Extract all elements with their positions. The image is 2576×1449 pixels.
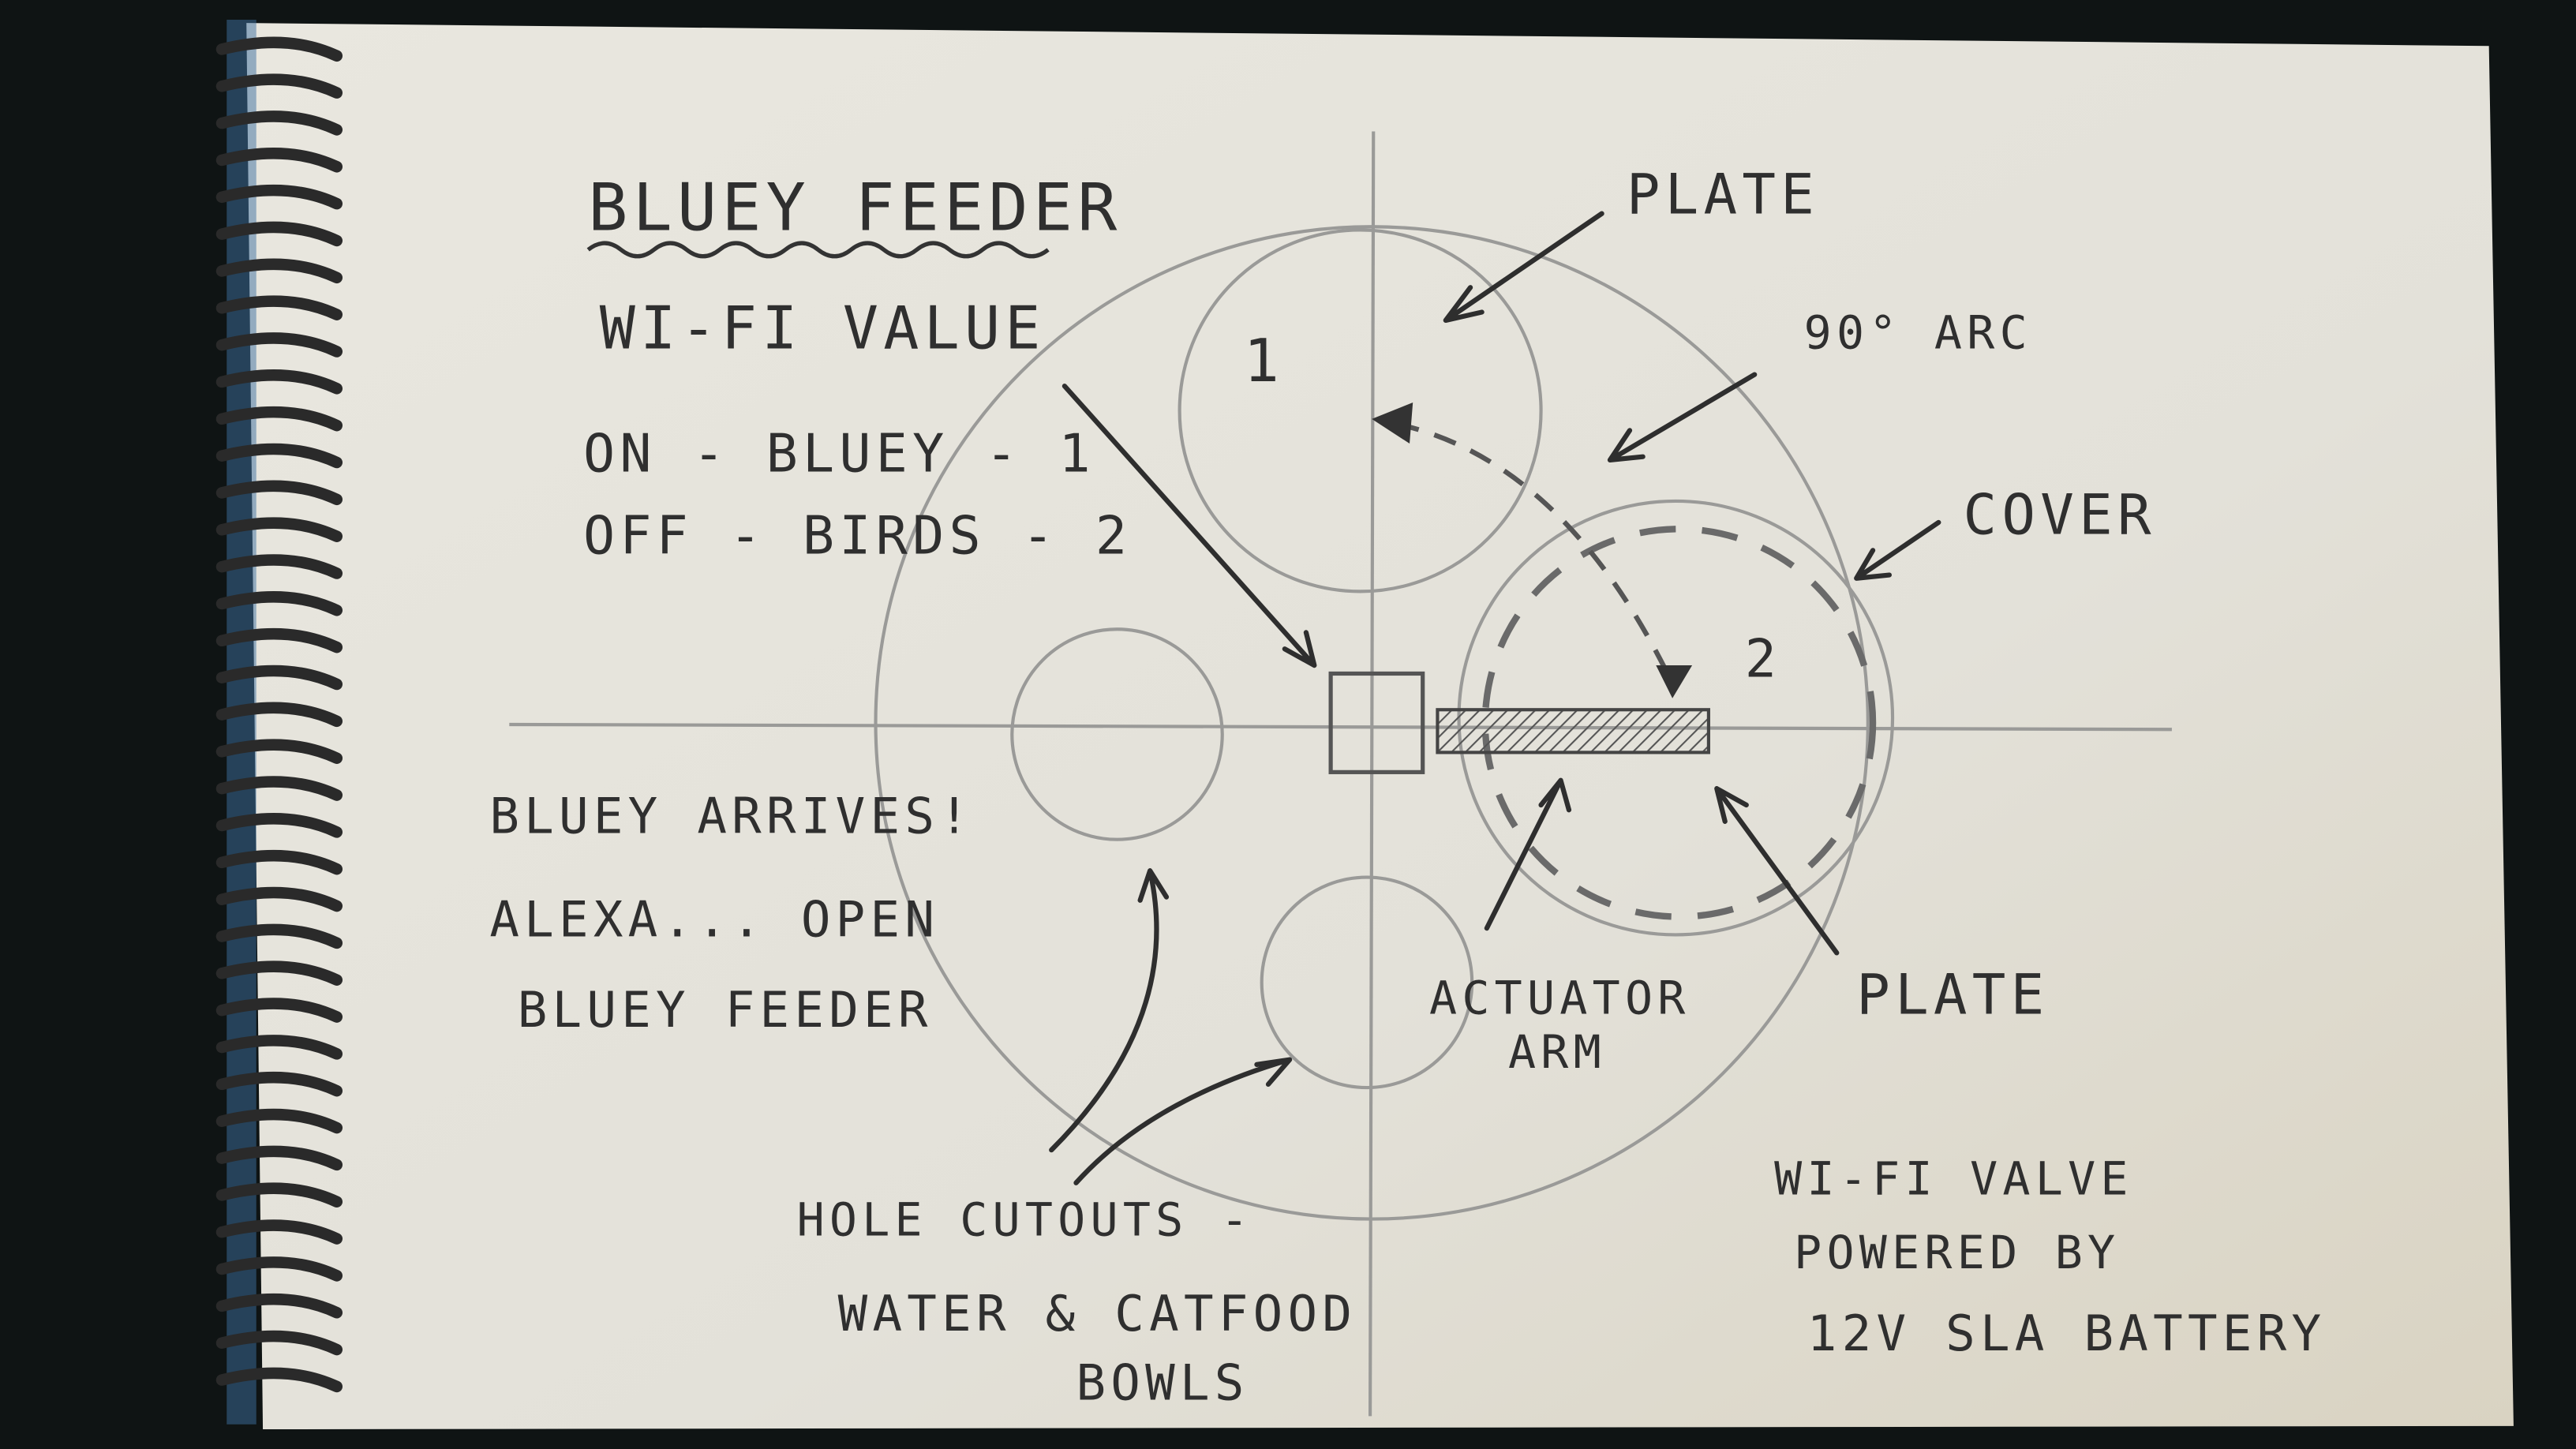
spiral-coil — [215, 36, 343, 62]
spiral-coil — [215, 1219, 343, 1245]
spiral-coil — [215, 221, 343, 247]
arc-path — [1395, 421, 1670, 675]
wifi-valve-box — [1328, 671, 1425, 774]
actuator-label-2: ARM — [1508, 1025, 1606, 1079]
cover-dashed-circle — [1481, 526, 1877, 920]
power-note-3: 12V SLA BATTERY — [1807, 1305, 2327, 1362]
spiral-coil — [215, 406, 343, 432]
spiral-coil — [215, 295, 343, 320]
spiral-coil — [215, 443, 343, 469]
arc-arrowhead-2-icon — [1656, 665, 1693, 698]
scenario-line-3: BLUEY FEEDER — [518, 981, 933, 1039]
scenario-line-2: ALEXA... OPEN — [489, 891, 939, 949]
spiral-coil — [215, 73, 343, 99]
scenario-line-1: BLUEY ARRIVES! — [489, 787, 974, 844]
plate-1-circle — [1178, 228, 1543, 593]
plate-top-label: PLATE — [1627, 162, 1819, 227]
cover-label: COVER — [1964, 482, 2156, 548]
off-mode-note: OFF - BIRDS - 2 — [583, 505, 1132, 567]
plate-1-number: 1 — [1244, 326, 1284, 395]
spiral-coil — [215, 1293, 343, 1319]
spiral-binding — [215, 19, 343, 1425]
plate-bottom-label: PLATE — [1856, 961, 2049, 1027]
arrows — [1049, 211, 1941, 1185]
on-mode-note: ON - BLUEY - 1 — [583, 422, 1095, 484]
spiral-coil — [215, 110, 343, 136]
spiral-coil — [215, 849, 343, 875]
spiral-coil — [215, 1330, 343, 1356]
spiral-coil — [215, 886, 343, 912]
spiral-coil — [215, 369, 343, 395]
spiral-coil — [215, 258, 343, 284]
spiral-coil — [215, 1108, 343, 1134]
spiral-coil — [215, 1145, 343, 1171]
spiral-coil — [215, 813, 343, 838]
holes-label-1: HOLE CUTOUTS - — [797, 1193, 1254, 1246]
hole-cutout-left — [1010, 627, 1224, 841]
spiral-coil — [215, 960, 343, 986]
power-note-2: POWERED BY — [1794, 1226, 2120, 1279]
plate-2-number: 2 — [1745, 628, 1781, 690]
spiral-coil — [215, 517, 343, 542]
actuator-arm — [1436, 708, 1710, 754]
title-underline — [586, 241, 1050, 259]
hole-cutout-bottom — [1260, 875, 1474, 1090]
spiral-coil — [215, 1182, 343, 1208]
spiral-coil — [215, 148, 343, 173]
sketch-title: BLUEY FEEDER — [588, 169, 1121, 245]
holes-label-3: BOWLS — [1076, 1354, 1249, 1412]
spiral-coil — [215, 480, 343, 506]
spiral-coil — [215, 1071, 343, 1097]
spiral-coil — [215, 923, 343, 949]
spiral-coil — [215, 332, 343, 358]
spiral-coil — [215, 998, 343, 1023]
spiral-coil — [215, 702, 343, 728]
plate-labels: 1 2 — [1244, 326, 1781, 690]
spiral-coil — [215, 1367, 343, 1393]
outer-disc — [874, 225, 1870, 1221]
spiral-coil — [215, 1035, 343, 1060]
arc-label: 90° ARC — [1804, 305, 2032, 359]
spiral-coil — [215, 1256, 343, 1282]
spiral-coil — [215, 184, 343, 210]
spiral-coil — [215, 665, 343, 691]
spiral-coil — [215, 554, 343, 579]
arc-arrowhead-icon — [1372, 402, 1413, 444]
wifi-value-note: WI-FI VALUE — [600, 293, 1046, 362]
spiral-coil — [215, 739, 343, 764]
actuator-label-1: ACTUATOR — [1429, 971, 1690, 1024]
holes-label-2: WATER & CATFOOD — [838, 1285, 1357, 1342]
spiral-coil — [215, 591, 343, 616]
spiral-coil — [215, 776, 343, 801]
spiral-coil — [215, 627, 343, 653]
power-note-1: WI-FI VALVE — [1774, 1151, 2133, 1205]
